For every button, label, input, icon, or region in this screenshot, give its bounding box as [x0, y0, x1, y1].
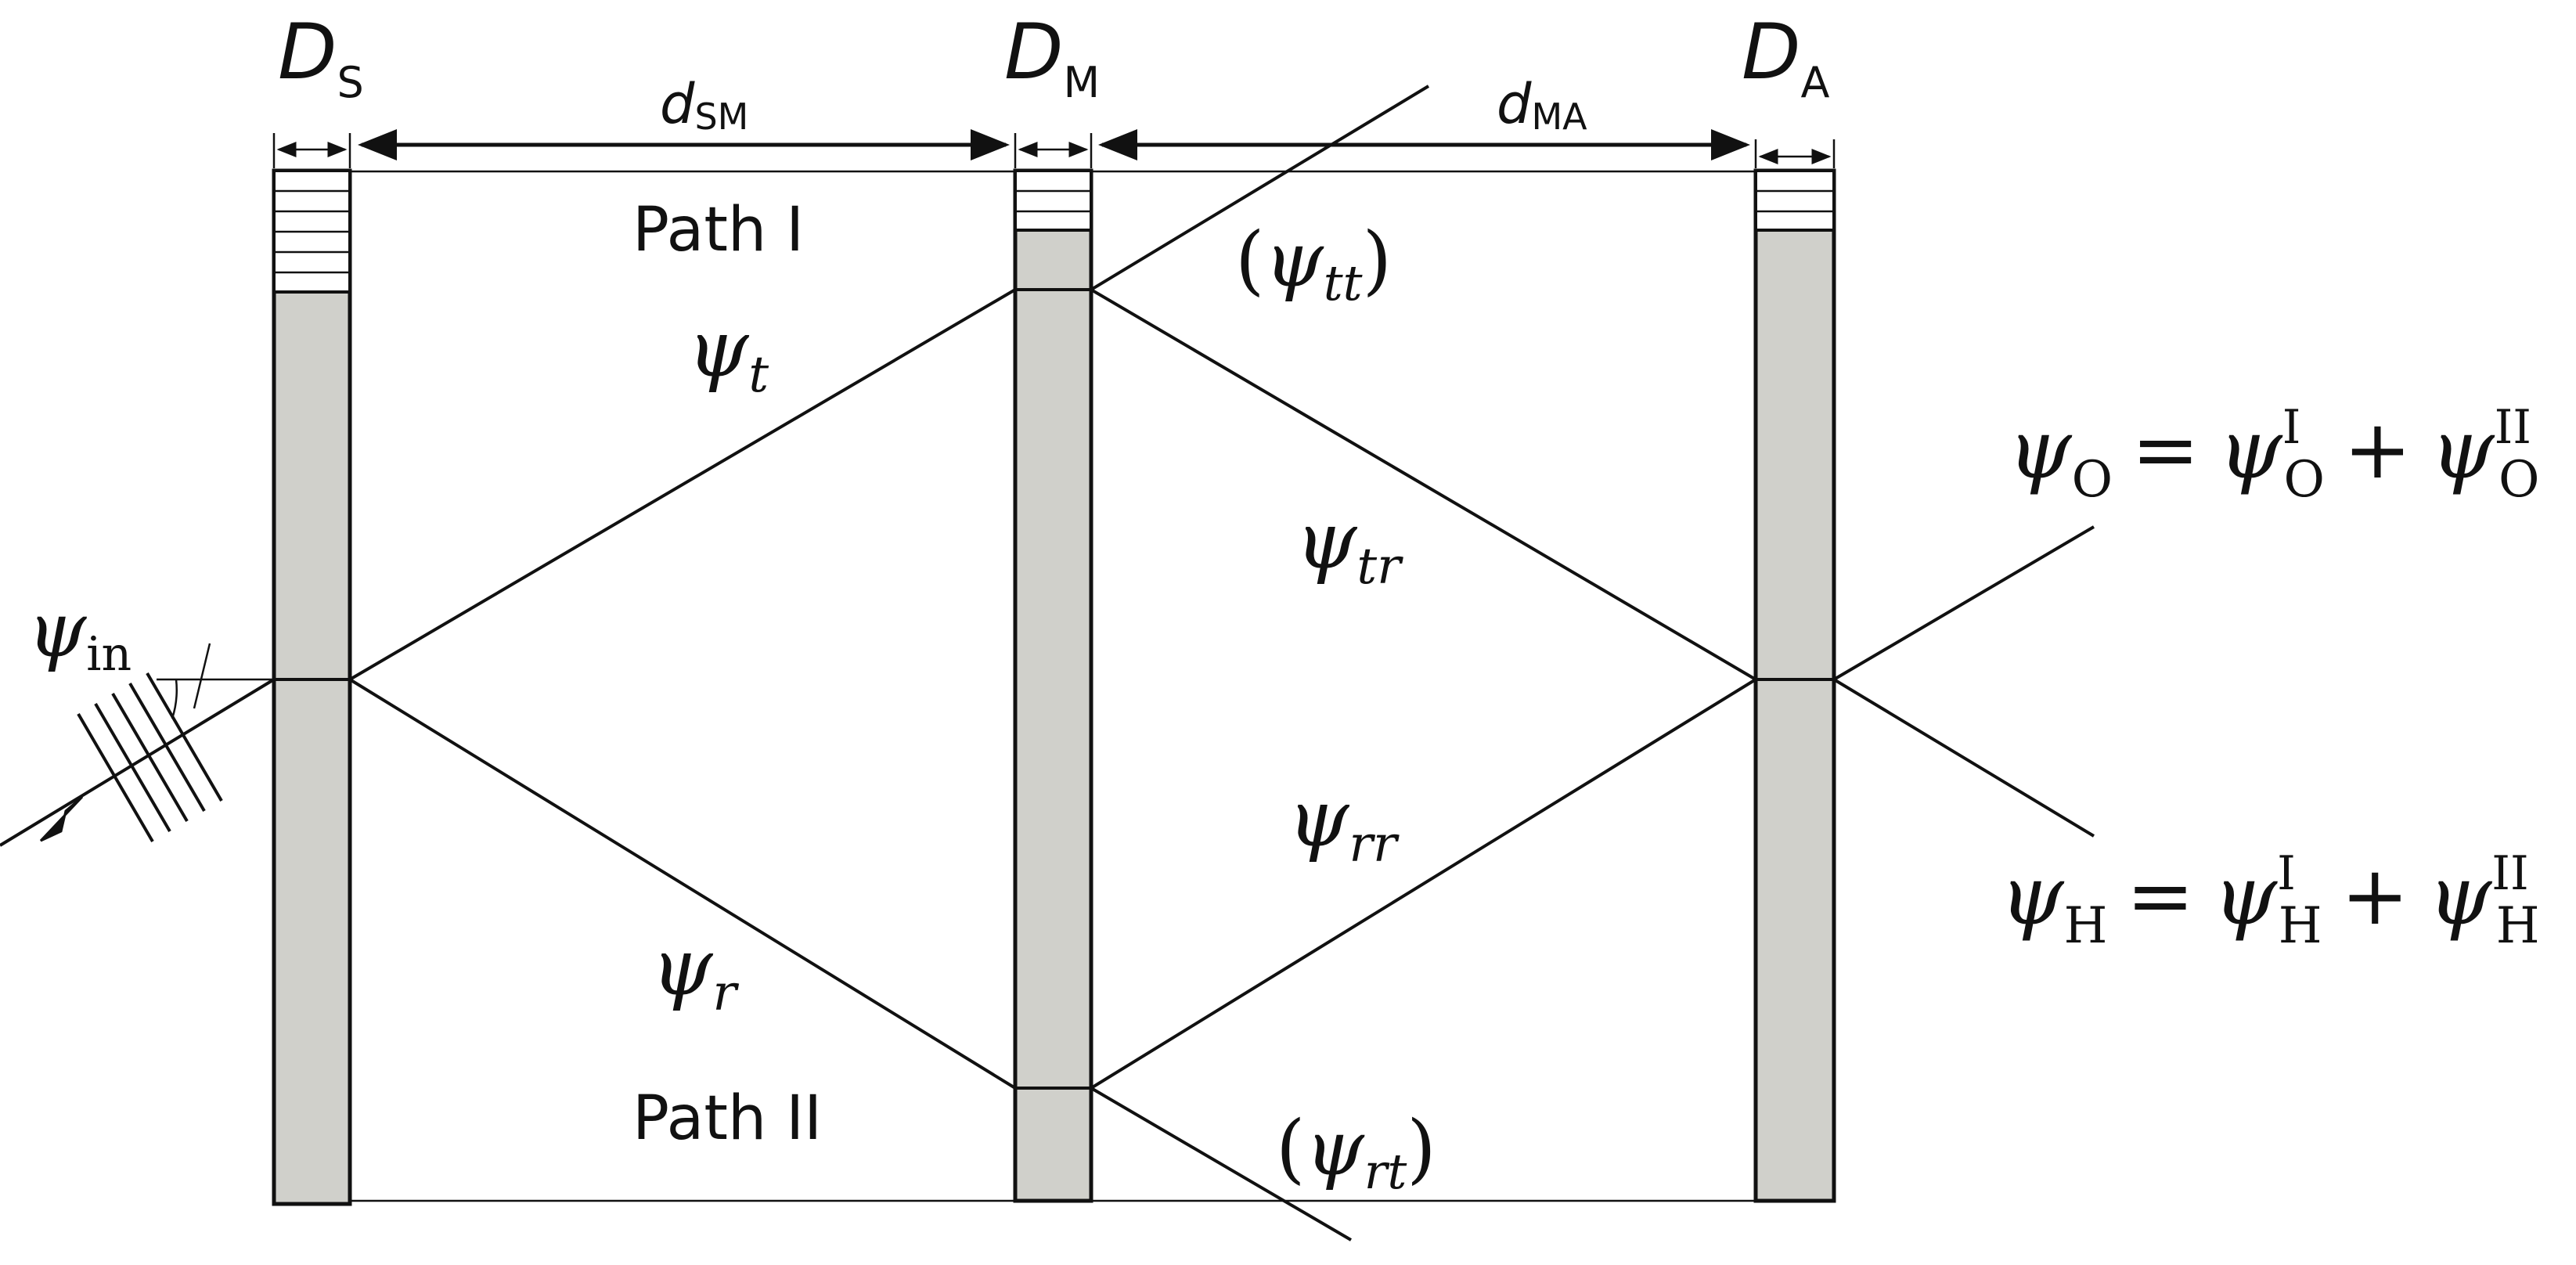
beam-in	[0, 678, 276, 847]
beam-tr	[1090, 288, 1757, 681]
bar-width-markers	[272, 133, 1836, 168]
detector-cap-m	[1014, 169, 1093, 232]
detector-label-s: DS	[278, 8, 364, 107]
wave-label-rr: ψrr	[1288, 773, 1400, 874]
beam-r	[348, 678, 1017, 1090]
incident-arrow-icon	[39, 795, 84, 842]
beam-t	[348, 288, 1017, 681]
detector-label-a: DA	[1742, 8, 1829, 107]
detector-label-m: DM	[1004, 8, 1100, 107]
wave-label-in: ψin	[27, 586, 132, 682]
wave-label-t: ψt	[687, 303, 769, 404]
beam-rr	[1090, 678, 1757, 1090]
path-label-two: Path II	[632, 1083, 822, 1154]
beam-o	[1832, 525, 2095, 681]
incident-wavefronts	[77, 672, 223, 843]
bar-junction-lines	[274, 288, 1834, 1090]
wave-label-tr: ψtr	[1295, 495, 1403, 596]
beam-paths	[0, 85, 2095, 1242]
detector-bar-s	[272, 168, 352, 1206]
beam-tt	[1090, 85, 1430, 291]
detector-hatching	[274, 189, 1834, 274]
wave-label-tt: (ψtt)	[1235, 216, 1392, 312]
beam-rt	[1090, 1087, 1353, 1242]
wave-label-rt: (ψrt)	[1276, 1105, 1436, 1200]
incidence-tick	[193, 643, 211, 709]
path-label-one: Path I	[632, 195, 804, 265]
detector-bar-m	[1013, 168, 1093, 1203]
wave-label-r: ψr	[651, 921, 739, 1022]
distance-label-ma: dMA	[1497, 72, 1587, 138]
incidence-angle-arc	[171, 679, 178, 719]
distance-label-sm: dSM	[660, 72, 748, 138]
beam-h	[1832, 678, 2095, 838]
detector-bar-a	[1753, 168, 1836, 1203]
detector-cap-a	[1754, 169, 1836, 232]
